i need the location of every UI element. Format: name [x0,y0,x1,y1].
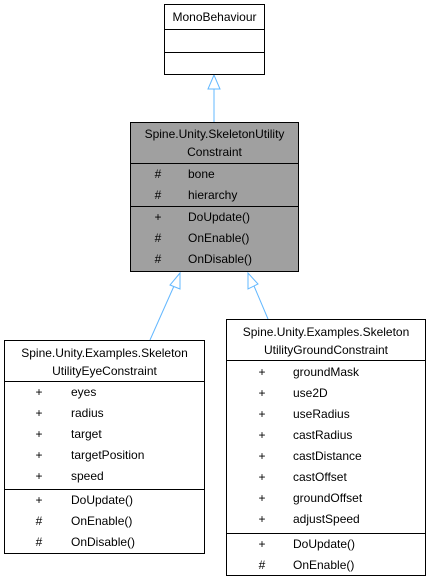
visibility-marker: + [258,407,266,421]
method-row[interactable]: # OnEnable() [227,555,425,576]
attribute-row[interactable]: + castRadius [227,425,425,446]
ground-methods-section: + DoUpdate() # OnEnable() [227,533,425,575]
visibility-marker: + [258,449,266,463]
eye-methods-section: + DoUpdate() # OnEnable() # OnDisable() [5,489,204,553]
attribute-row[interactable]: + castDistance [227,446,425,467]
eye-title-section: Spine.Unity.Examples.Skeleton UtilityEye… [5,341,204,381]
attribute-row[interactable]: # hierarchy [131,185,298,206]
arrowhead-base-right [247,271,259,290]
method-name: DoUpdate() [188,210,251,224]
method-name: DoUpdate() [293,537,356,551]
visibility-marker: # [154,252,162,266]
attribute-row[interactable]: + useRadius [227,404,425,425]
attribute-name: groundMask [293,365,360,379]
ground-title-section: Spine.Unity.Examples.Skeleton UtilityGro… [227,320,425,360]
attribute-name: bone [188,167,215,181]
method-row[interactable]: + DoUpdate() [227,534,425,555]
visibility-marker: + [35,427,43,441]
class-title-line2: UtilityEyeConstraint [52,364,157,378]
visibility-marker: # [35,514,43,528]
base-title-section: Spine.Unity.SkeletonUtility Constraint [131,123,298,163]
attribute-row[interactable]: + use2D [227,383,425,404]
method-row[interactable]: + DoUpdate() [5,490,204,511]
visibility-marker: + [258,470,266,484]
visibility-marker: + [258,428,266,442]
attribute-row[interactable]: + groundMask [227,362,425,383]
attribute-name: target [71,427,102,441]
class-skeleton-utility-constraint[interactable]: Spine.Unity.SkeletonUtility Constraint #… [130,122,299,272]
base-attributes-section: # bone # hierarchy [131,163,298,206]
visibility-marker: # [154,188,162,202]
attribute-name: adjustSpeed [293,512,360,526]
method-row[interactable]: # OnDisable() [131,249,298,270]
attribute-row[interactable]: + radius [5,403,204,424]
method-name: OnEnable() [293,558,355,572]
attribute-name: use2D [293,386,328,400]
visibility-marker: # [35,535,43,549]
visibility-marker: + [35,406,43,420]
class-title-line2: Constraint [187,145,242,159]
visibility-marker: + [35,469,43,483]
edge-eye-to-base [149,285,175,341]
method-name: OnEnable() [188,231,250,245]
visibility-marker: + [258,365,266,379]
attribute-name: radius [71,406,104,420]
attribute-name: targetPosition [71,448,145,462]
class-skeleton-utility-eye-constraint[interactable]: Spine.Unity.Examples.Skeleton UtilityEye… [4,340,205,554]
visibility-marker: + [258,491,266,505]
attribute-name: castOffset [293,470,347,484]
monobehaviour-methods-section [165,52,264,74]
attribute-name: hierarchy [188,188,238,202]
attribute-row[interactable]: + speed [5,466,204,487]
visibility-marker: + [258,537,266,551]
visibility-marker: + [35,385,43,399]
method-name: OnDisable() [71,535,136,549]
method-name: OnDisable() [188,252,253,266]
method-row[interactable]: # OnEnable() [5,511,204,532]
attribute-row[interactable]: + targetPosition [5,445,204,466]
attribute-name: eyes [71,385,97,399]
attribute-name: castDistance [293,449,362,463]
monobehaviour-attributes-section [165,29,264,52]
class-title-line1: Spine.Unity.SkeletonUtility [144,127,285,141]
class-title-line2: UtilityGroundConstraint [263,343,389,357]
class-title-line1: Spine.Unity.Examples.Skeleton [242,325,410,339]
attribute-name: groundOffset [293,491,363,505]
attribute-row[interactable]: + eyes [5,382,204,403]
arrowhead-base-left [169,271,181,290]
class-skeleton-utility-ground-constraint[interactable]: Spine.Unity.Examples.Skeleton UtilityGro… [226,319,426,576]
visibility-marker: + [35,493,43,507]
visibility-marker: + [258,512,266,526]
method-name: DoUpdate() [71,493,134,507]
monobehaviour-title-section: MonoBehaviour [165,5,264,29]
attribute-name: speed [71,469,104,483]
attribute-row[interactable]: + castOffset [227,467,425,488]
visibility-marker: + [35,448,43,462]
attribute-row[interactable]: + adjustSpeed [227,509,425,530]
visibility-marker: # [258,558,266,572]
attribute-name: useRadius [293,407,350,421]
attribute-name: castRadius [293,428,353,442]
method-row[interactable]: # OnEnable() [131,228,298,249]
edge-ground-to-base [253,285,269,320]
visibility-marker: # [154,231,162,245]
attribute-row[interactable]: # bone [131,164,298,185]
method-row[interactable]: # OnDisable() [5,532,204,553]
method-row[interactable]: + DoUpdate() [131,207,298,228]
ground-attributes-section: + groundMask + use2D + useRadius + castR… [227,360,425,533]
method-name: OnEnable() [71,514,133,528]
class-title: MonoBehaviour [172,10,257,24]
eye-attributes-section: + eyes + radius + target + targetPositio… [5,381,204,489]
visibility-marker: # [154,167,162,181]
arrowhead-monobehaviour [207,73,221,90]
visibility-marker: + [154,210,162,224]
class-monobehaviour[interactable]: MonoBehaviour [164,4,265,75]
attribute-row[interactable]: + groundOffset [227,488,425,509]
visibility-marker: + [258,386,266,400]
attribute-row[interactable]: + target [5,424,204,445]
base-methods-section: + DoUpdate() # OnEnable() # OnDisable() [131,206,298,271]
class-title-line1: Spine.Unity.Examples.Skeleton [21,346,188,360]
